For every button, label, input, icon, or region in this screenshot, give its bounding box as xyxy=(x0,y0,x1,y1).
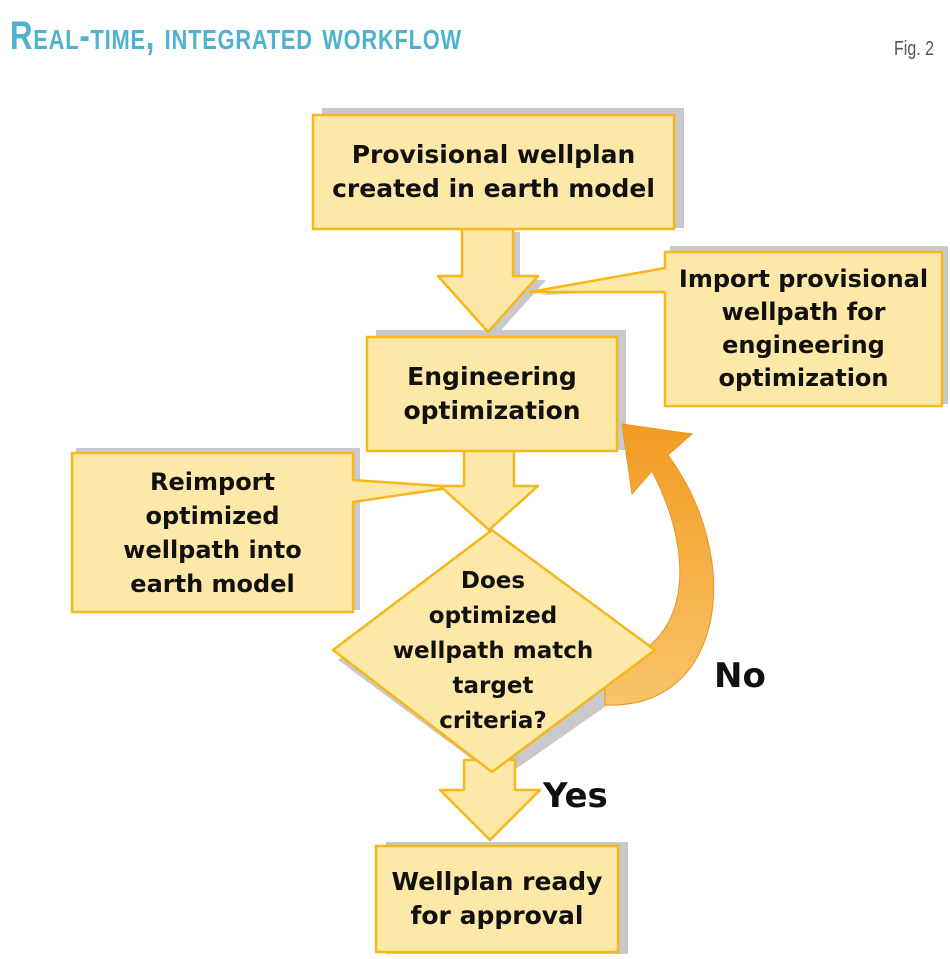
reimport-callout-shape xyxy=(70,451,457,614)
arrow-decision-to-ready xyxy=(438,758,542,842)
arrow-engineering-to-decision xyxy=(438,446,540,532)
no-loop-arrow xyxy=(604,423,715,706)
figure-number: Fig. 2 xyxy=(894,38,935,60)
engineering-box xyxy=(365,335,619,453)
decision-diamond xyxy=(331,528,657,774)
ready-box xyxy=(374,844,620,954)
import-callout-shape xyxy=(528,250,944,408)
arrow-provisional-to-engineering xyxy=(436,226,540,334)
diagram-title: Real-time, integrated workflow xyxy=(10,14,462,58)
yes-label: Yes xyxy=(543,776,608,816)
no-label: No xyxy=(714,656,766,696)
provisional-box xyxy=(311,113,676,231)
